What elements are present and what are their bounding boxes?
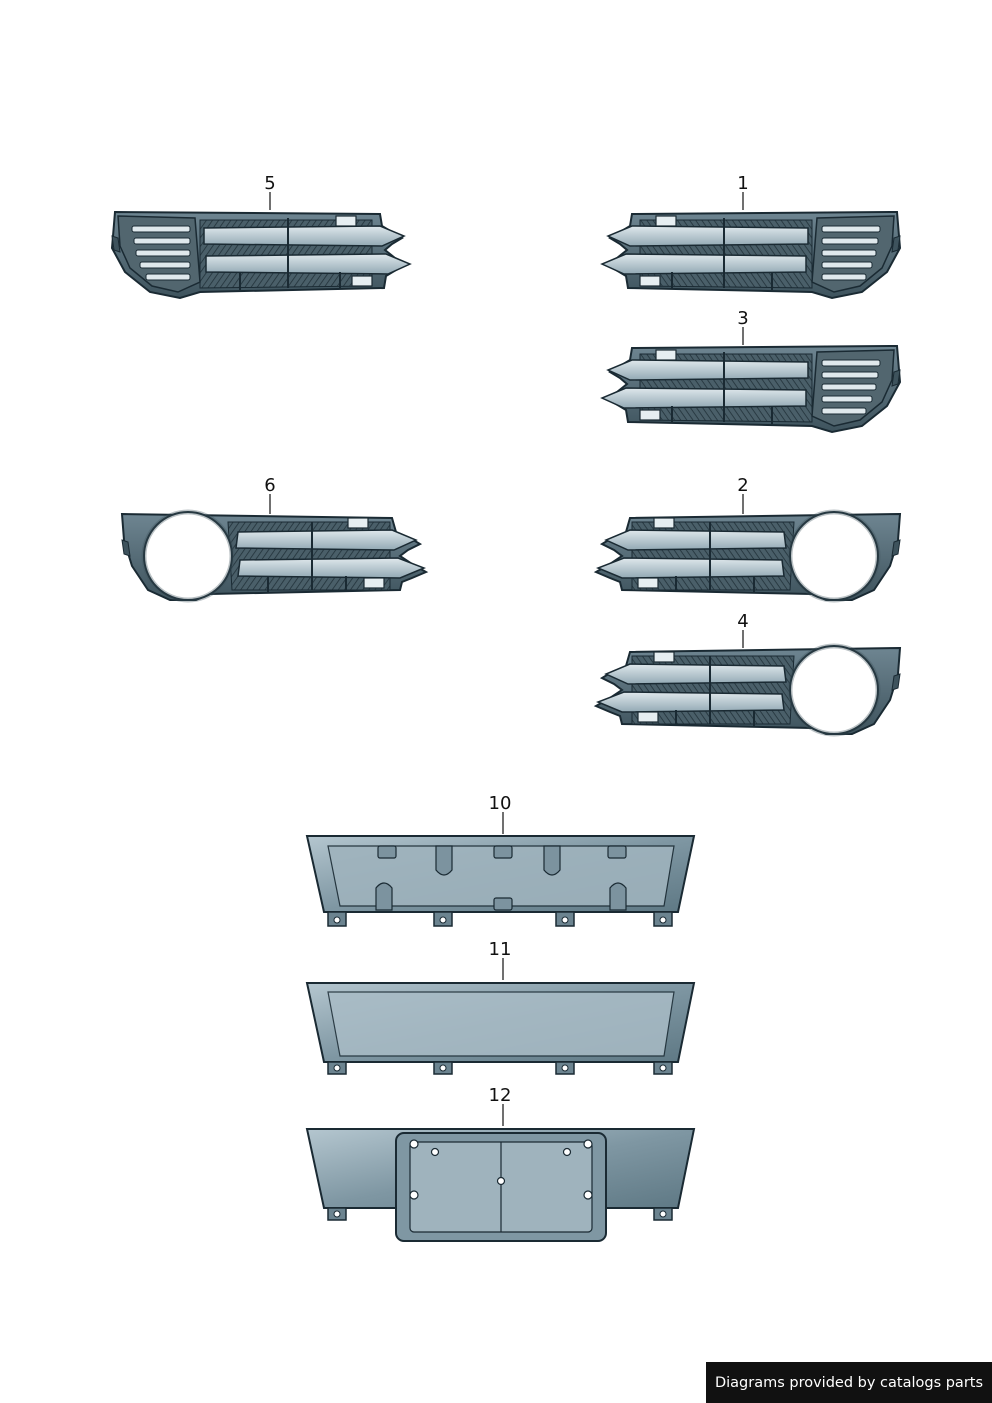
attribution-banner: Diagrams provided by catalogs parts <box>706 1362 992 1403</box>
callout-5: 5 <box>264 173 275 194</box>
callout-12: 12 <box>489 1085 512 1106</box>
callout-4: 4 <box>737 611 748 632</box>
callout-2: 2 <box>737 475 748 496</box>
attribution-text: Diagrams provided by catalogs parts <box>714 1374 984 1391</box>
callout-10: 10 <box>489 793 512 814</box>
callout-3: 3 <box>737 308 748 329</box>
part-3-grille <box>601 345 901 433</box>
part-10-plate <box>305 835 696 927</box>
callout-1: 1 <box>737 173 748 194</box>
part-11-plate <box>305 982 696 1075</box>
part-12-plate-holder <box>305 1128 696 1242</box>
part-6-grille <box>122 512 426 600</box>
leader-lines <box>269 192 744 1126</box>
part-4-grille <box>596 646 900 734</box>
part-2-grille <box>596 512 900 600</box>
part-1-grille <box>601 211 901 299</box>
callout-6: 6 <box>264 475 275 496</box>
part-5-grille <box>111 211 411 299</box>
callout-11: 11 <box>489 939 512 960</box>
